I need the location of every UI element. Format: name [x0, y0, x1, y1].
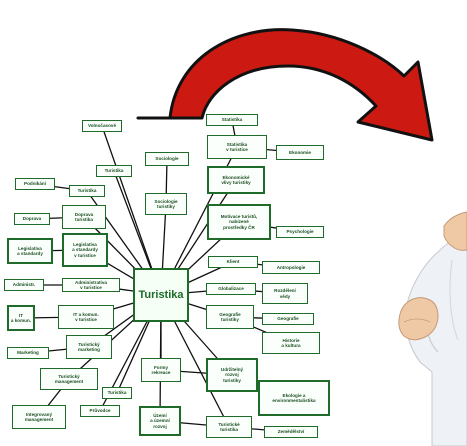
node-label: Podnikání — [24, 181, 46, 187]
node-label: Statistika — [221, 117, 243, 123]
node-n12: Doprava turistika — [62, 205, 106, 229]
node-n25: Geografie turistiky — [206, 305, 254, 329]
node-n39: Zemědělství — [264, 426, 318, 438]
node-n18: Antropologie — [262, 261, 320, 274]
node-label: Sociologie — [155, 156, 179, 162]
node-n26: Geografie — [262, 313, 314, 325]
node-n36: Průvodce — [80, 405, 120, 417]
node-n31: Udržitelný rozvoj turistiky — [206, 358, 258, 392]
node-n7: Ekonomické vlivy turistiky — [207, 166, 265, 194]
node-n24: IT a komun. v turistice — [58, 305, 114, 329]
node-n27: Historie a kultura — [262, 332, 320, 354]
node-label: Průvodce — [89, 408, 111, 414]
curved-arrow — [136, 28, 434, 142]
node-n4: Ekonomie — [276, 145, 324, 160]
node-label: Antropologie — [276, 264, 306, 270]
node-n17: Klient — [208, 256, 258, 268]
node-label: Rozdělení vědy — [274, 288, 296, 299]
curved-arrow-shape — [136, 28, 434, 142]
node-n10: Sociologie turistiky — [145, 193, 187, 215]
node-label: Marketing — [17, 350, 39, 356]
node-label: Geografie turistiky — [219, 311, 241, 322]
node-label: Historie a kultura — [281, 337, 301, 348]
node-label: Turistika — [77, 188, 97, 194]
node-n23: IT a komun. — [7, 305, 35, 331]
node-n33: Turistika — [102, 387, 132, 399]
node-n11: Doprava — [14, 213, 50, 225]
node-label: Formy rekreace — [151, 364, 171, 375]
node-label: IT a komun. v turistice — [73, 311, 99, 322]
node-n13: Motivace turistů, nabízené prostředky ČR — [207, 204, 271, 240]
person-shirt — [405, 237, 467, 446]
node-label: Území a územní rozvoj — [150, 413, 170, 429]
node-n8: Podnikání — [15, 178, 55, 190]
node-label: Geografie — [277, 316, 299, 322]
person-arm — [398, 297, 439, 341]
node-label: Turistický marketing — [78, 341, 100, 352]
connector-center-n1 — [101, 125, 162, 296]
node-label: Ekonomické vlivy turistiky — [221, 174, 251, 185]
person-head — [443, 211, 467, 251]
node-label: Volnočasové — [88, 123, 116, 129]
node-label: Statistika v turistice — [226, 141, 248, 152]
node-label: IT a komun. — [10, 312, 32, 323]
node-label: Turistický management — [54, 373, 84, 384]
node-n5: Sociologie — [145, 152, 189, 166]
node-label: Turistické turistika — [218, 421, 240, 432]
node-n9: Turistika — [69, 185, 105, 197]
node-label: Ekologie a environmentalistika — [272, 392, 316, 403]
node-label: Udržitelný rozvoj turistiky — [220, 367, 244, 383]
node-n14: Psychologie — [276, 226, 324, 238]
node-n35: Integrovaný management — [12, 405, 66, 429]
node-n28: Marketing — [7, 347, 49, 359]
node-label: Integrovaný management — [24, 411, 54, 422]
node-n30: Formy rekreace — [141, 358, 181, 382]
node-n2: Statistika — [206, 114, 258, 126]
node-n19: Administr. — [4, 279, 44, 291]
node-center: Turistika — [133, 268, 189, 322]
node-label: Administr. — [12, 282, 36, 288]
node-label: Doprava — [22, 216, 42, 222]
node-label: Zemědělství — [277, 429, 305, 435]
node-label: Turistika — [107, 390, 127, 396]
node-label: Sociologie turistiky — [154, 198, 178, 209]
node-n6: Turistika — [96, 165, 132, 177]
node-n32: Turistický management — [40, 368, 98, 390]
node-n22: Rozdělení vědy — [262, 283, 308, 304]
node-n21: Globalizace — [206, 283, 256, 295]
node-label: Ekonomie — [289, 149, 311, 155]
node-label: Doprava turistika — [74, 211, 94, 222]
node-n37: Území a územní rozvoj — [139, 406, 181, 436]
node-n29: Turistický marketing — [66, 335, 112, 359]
node-label: Administrativa v turistice — [75, 279, 107, 290]
node-label: Turistika — [138, 289, 184, 301]
node-n15: Legislativa a standardy — [7, 238, 53, 264]
node-n16: Legislativa a standardy v turistice — [62, 233, 108, 267]
node-label: Psychologie — [286, 229, 314, 235]
node-label: Motivace turistů, nabízené prostředky ČR — [220, 214, 258, 230]
node-n34: Ekologie a environmentalistika — [258, 380, 330, 416]
node-n1: Volnočasové — [82, 120, 122, 132]
node-n3: Statistika v turistice — [207, 135, 267, 159]
node-label: Klient — [226, 259, 240, 265]
node-label: Globalizace — [218, 286, 244, 292]
node-n38: Turistické turistika — [206, 416, 252, 438]
node-n20: Administrativa v turistice — [62, 278, 120, 292]
node-label: Legislativa a standardy — [17, 245, 43, 256]
node-label: Legislativa a standardy v turistice — [72, 242, 98, 258]
node-label: Turistika — [104, 168, 124, 174]
